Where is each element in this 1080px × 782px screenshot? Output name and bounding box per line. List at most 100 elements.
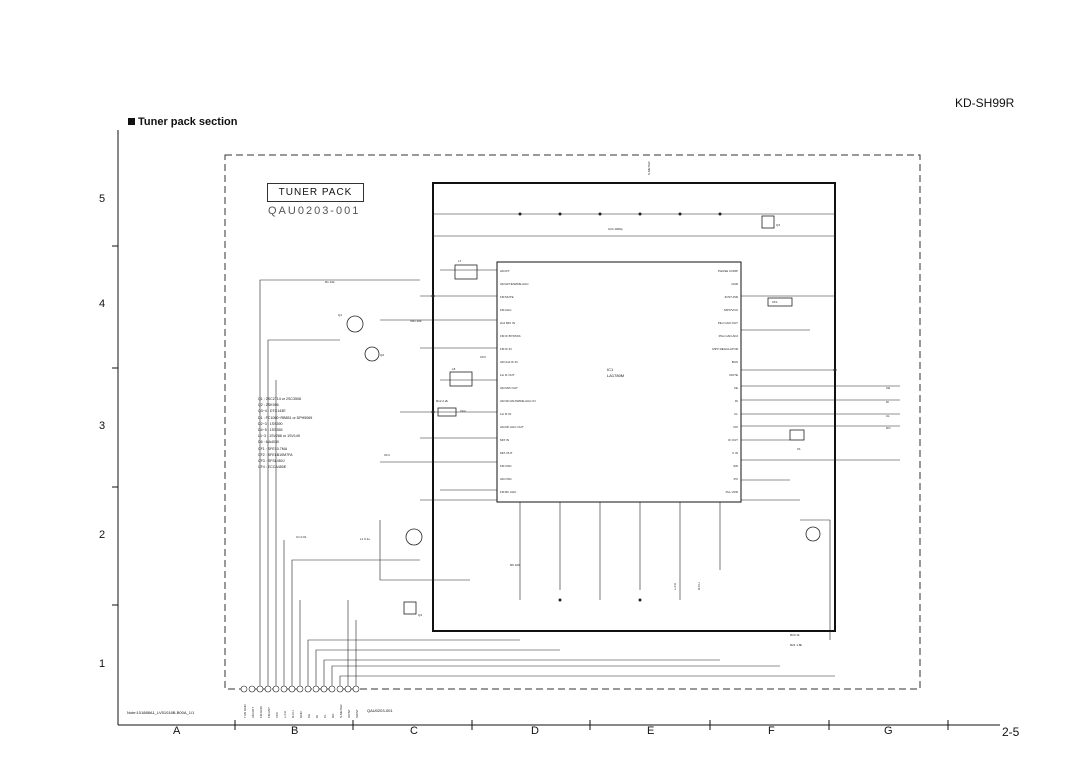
ic-pin-label: BUS xyxy=(732,360,738,364)
component-label: C24 1000p xyxy=(608,227,623,231)
ic-pin-label: AM AFTE/WIDE AGC xyxy=(500,282,530,286)
ic-pin-label: AM IFT xyxy=(500,269,510,273)
grid-row-label: 3 xyxy=(99,420,106,432)
grid-column-label: G xyxy=(884,725,893,737)
connector-pin-label: GND xyxy=(299,711,303,719)
ic-pin-label: FM IF BYPASS xyxy=(500,334,520,338)
parts-list-item: CF1 : SFE10.7MA xyxy=(258,446,288,451)
ic-pin-label: GND xyxy=(731,282,739,286)
ic-pin-label: PHASE COMP xyxy=(718,269,738,273)
grid-column-label: D xyxy=(531,725,539,737)
ic-pin-label: FM AGC xyxy=(500,308,512,312)
section-title-text: Tuner pack section xyxy=(138,116,238,128)
component-label: CF3 xyxy=(480,355,486,359)
connector-pin-label: FM ANT xyxy=(267,707,271,718)
ic-pin-label: 2nd MIX IN xyxy=(500,321,515,325)
ic-pin-label: MPX/VCO xyxy=(724,308,739,312)
page-number: 2-5 xyxy=(1002,725,1020,739)
connector-pin-label: DI xyxy=(315,715,319,718)
signal-label: CL xyxy=(886,414,890,418)
ic1-right-pin-labels: PHASE COMP GND IF/ST-IND MPX/VCO Pilot C… xyxy=(712,269,739,494)
parts-list-item: D2~3 : 1SS390 xyxy=(258,421,283,426)
ic-pin-label: IF/ST-IND xyxy=(725,295,739,299)
signal-label: DO xyxy=(886,426,891,430)
ic-pin-label: MIX IN xyxy=(500,438,509,442)
ic-pin-label: Pilot CAN OUT xyxy=(718,321,738,325)
ic-pin-label: CE xyxy=(734,386,738,390)
parts-list-item: CF3 : SFSL450J xyxy=(258,459,285,464)
parts-list-item: L1~3 : 1SV288 or 1SV149 xyxy=(258,434,300,439)
ic-pin-label: AM RF AGC OUT xyxy=(500,425,524,429)
component-label: L1 0.1u xyxy=(360,537,370,541)
component-label: Q1 xyxy=(338,313,342,317)
ic1-body xyxy=(496,261,742,503)
ic-pin-label: AM MIX OUT xyxy=(500,386,518,390)
component-label: Q2 xyxy=(380,353,384,357)
component-label: X1 xyxy=(797,447,801,451)
grid-row-label: 5 xyxy=(99,193,106,205)
ic-pin-label: MUTE xyxy=(730,373,739,377)
ic-pin-label: FM MUTE xyxy=(500,295,514,299)
connector-pin-label: SD/ST xyxy=(355,709,359,718)
component-label: R23 1k xyxy=(790,633,800,637)
parts-list-item: CF4 : ECCA450E xyxy=(258,465,287,470)
grid-column-label: E xyxy=(647,725,655,737)
connector-part-label: QAU0203-001 xyxy=(367,708,393,713)
tuner-pack-boundary xyxy=(224,154,921,690)
component-label: R6 100 xyxy=(510,563,520,567)
ic-pin-label: IF OUT xyxy=(728,438,738,442)
ic-pin-label: X IN xyxy=(732,451,738,455)
bullet-square-icon xyxy=(128,118,135,125)
ic-pin-label: SW xyxy=(733,464,738,468)
signal-label: S-METER xyxy=(647,161,651,175)
ic1-left-pin-labels: AM IFT AM AFTE/WIDE AGC FM MUTE FM AGC 2… xyxy=(500,269,536,494)
signal-label: DI xyxy=(886,400,889,404)
ic-pin-label: 1st IF OUT xyxy=(500,373,515,377)
parts-list-item: D1 : FC1060~RB851 or DPH5069 xyxy=(258,415,313,420)
connector-pin-label: TUN GND xyxy=(243,704,247,718)
ic-pin-label: MPX REGULATOR xyxy=(712,347,739,351)
component-label: L8 xyxy=(452,367,456,371)
tuner-pack-title-box: TUNER PACK xyxy=(267,183,364,202)
component-label: CF2 xyxy=(460,409,466,413)
ic-pin-label: 1st IF IN xyxy=(500,412,511,416)
signal-label: R-CH xyxy=(697,583,701,591)
grid-column-label: B xyxy=(291,725,299,737)
ic-pin-label: DI xyxy=(735,399,738,403)
parts-list-item: D6 : MA4030 xyxy=(258,440,279,445)
parts-list-item: CF2 : SFELB10M7FA xyxy=(258,452,293,457)
connector-pin-label: VCC xyxy=(275,711,279,718)
connector-cn1: TUN GND AM ANT FM GND FM ANT VCC L-CH R-… xyxy=(240,685,360,719)
component-label: VR1 20k xyxy=(410,319,422,323)
connector-pin-label: S-METER xyxy=(339,704,343,718)
ic-pin-label: FM OSC xyxy=(500,464,512,468)
parts-list-item: Q1 : 2SC2714 or 2SC3508 xyxy=(258,397,301,401)
connector-pin-label: R-CH xyxy=(291,711,295,719)
connector-pin-label: L-CH xyxy=(283,711,287,718)
grid-column-label: C xyxy=(410,725,418,737)
signal-label: L-CH xyxy=(673,583,677,590)
connector-pin-label: DO xyxy=(331,713,335,718)
ic-pin-label: PO xyxy=(734,477,739,481)
ic-pin-label: FM IF IN xyxy=(500,347,512,351)
parts-list-item: Q2 : 2SK596 xyxy=(258,403,279,408)
component-label: R21 1.8k xyxy=(790,643,803,647)
ic-pin-label: CL xyxy=(734,412,738,416)
parts-list-item: D4~5 : 1SS355 xyxy=(258,428,283,433)
grid-column-label: F xyxy=(768,725,775,737)
ic-pin-label: MIX OUT xyxy=(500,451,513,455)
connector-pin-label: FM GND xyxy=(259,705,263,718)
component-label: Q3 xyxy=(776,223,780,227)
component-label: R12 2.2k xyxy=(436,399,449,403)
ic1-ref: IC1 xyxy=(607,367,614,372)
tuner-pack-part-number: QAU0203-001 xyxy=(268,205,361,217)
component-label: R1 10k xyxy=(325,280,335,284)
output-signal-labels: CE DI CL DO S-METER L-CH R-CH xyxy=(647,161,891,590)
parts-list-item: Q3~4 : DTC143E xyxy=(258,409,286,414)
parts-list: Q1 : 2SC2714 or 2SC3508 Q2 : 2SK596 Q3~4… xyxy=(258,396,312,470)
ic-pin-label: PLL VDD xyxy=(726,490,739,494)
ic-pin-label: Pilot CAN ADJ xyxy=(719,334,739,338)
grid-row-label: 2 xyxy=(99,529,106,541)
ic-pin-label: AM OSC xyxy=(500,477,513,481)
ic-pin-label: FM RF AGC xyxy=(500,490,517,494)
